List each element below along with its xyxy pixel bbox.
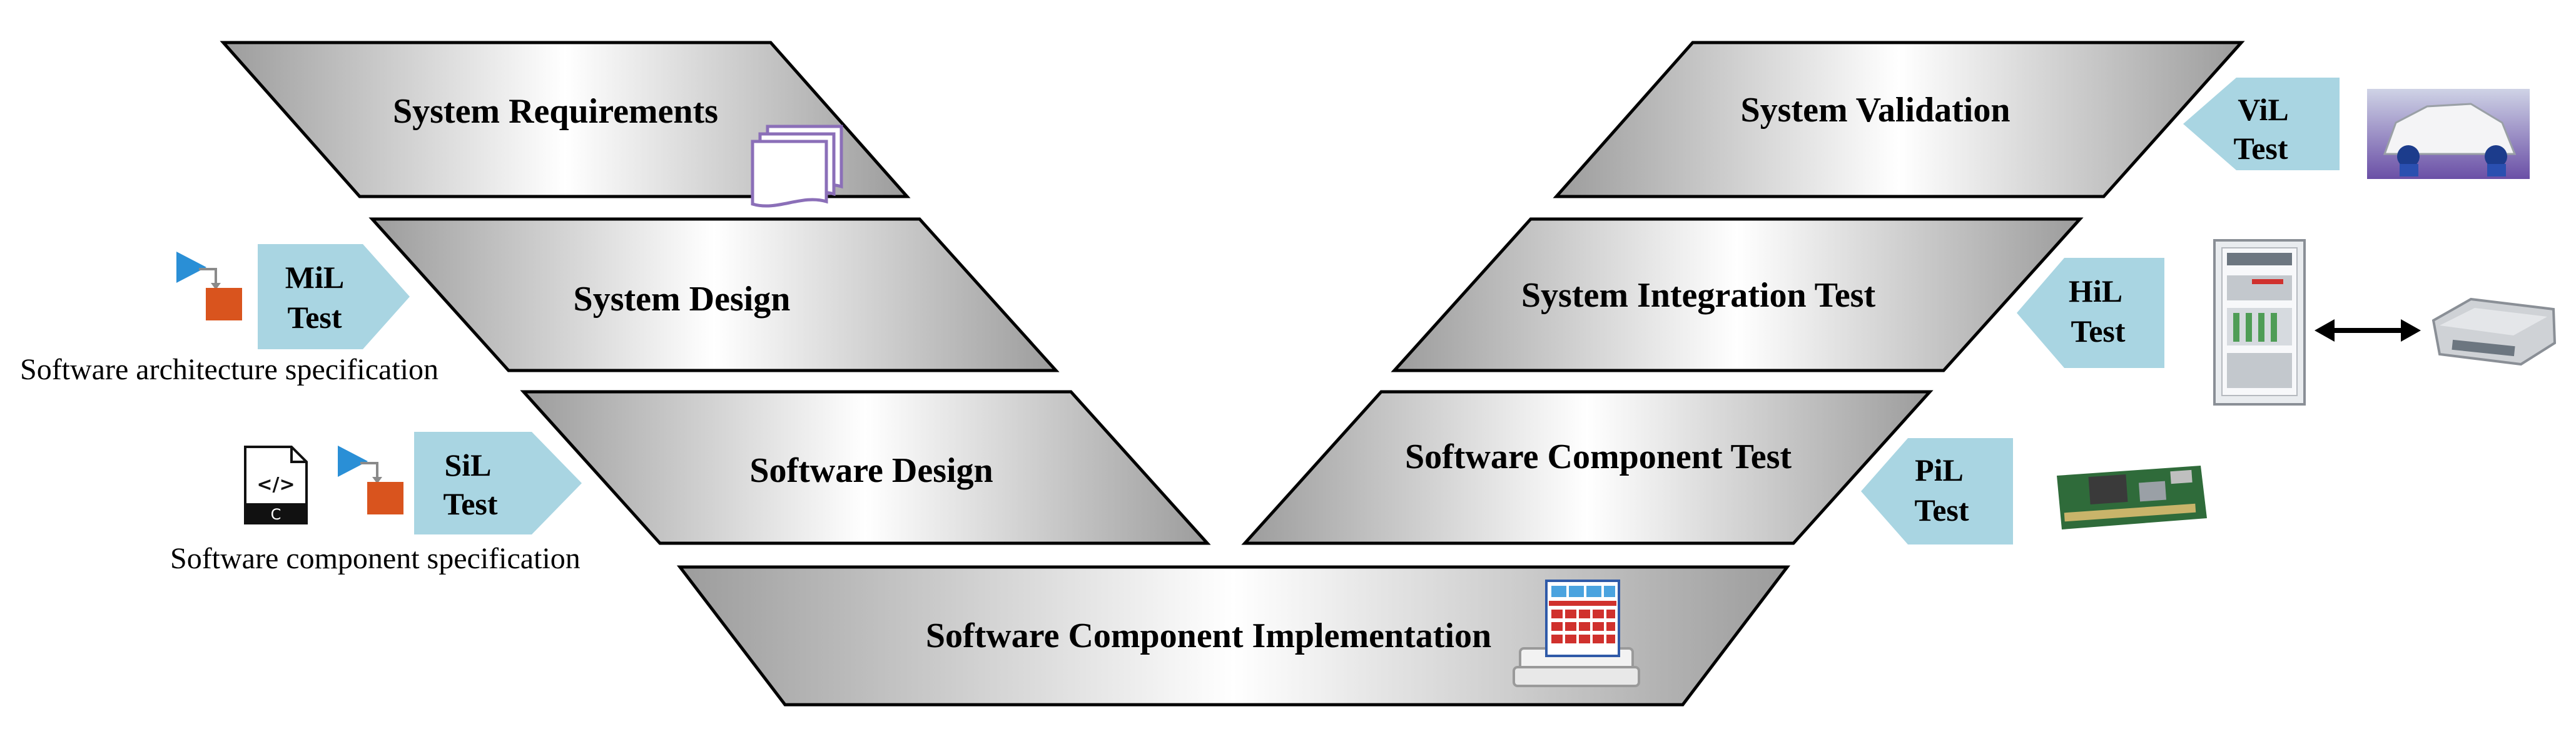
code-glyph: </> xyxy=(256,474,295,496)
hil-test-tag: HiL Test xyxy=(2017,258,2164,368)
stage-label: Software Design xyxy=(749,451,993,490)
tag-label-line1: MiL xyxy=(285,260,344,295)
stage-system-integration-test: System Integration Test xyxy=(1391,217,2084,372)
stage-software-component-implementation: Software Component Implementation xyxy=(676,565,1791,707)
vehicle-test-icon xyxy=(2367,89,2530,179)
tag-label-line2: Test xyxy=(1914,493,1969,528)
tag-label-line2: Test xyxy=(287,300,342,335)
tag-label-line2: Test xyxy=(443,486,497,521)
tag-label-line2: Test xyxy=(2071,314,2125,349)
pil-test-tag: PiL Test xyxy=(1861,438,2013,544)
stage-label: System Requirements xyxy=(393,92,718,131)
stage-system-validation: System Validation xyxy=(1553,41,2245,198)
ecu-code-grid-icon xyxy=(1513,580,1640,687)
stage-label: Software Component Test xyxy=(1405,437,1792,476)
vil-test-tag: ViL Test xyxy=(2183,78,2340,170)
stage-label: Software Component Implementation xyxy=(926,616,1491,655)
sil-test-tag: SiL Test xyxy=(414,432,582,534)
stage-system-requirements: System Requirements xyxy=(220,41,911,208)
stage-software-component-test: Software Component Test xyxy=(1241,390,1934,545)
circuit-board-icon xyxy=(2057,466,2207,529)
simulink-model-icon xyxy=(176,252,242,320)
tag-label-line1: ViL xyxy=(2238,92,2289,127)
stage-system-design: System Design xyxy=(368,217,1060,372)
stage-label: System Validation xyxy=(1741,91,2011,130)
caption-component-spec: Software component specification xyxy=(170,542,581,575)
tag-label-line2: Test xyxy=(2233,131,2288,166)
stage-label: System Design xyxy=(574,280,791,319)
stage-label: System Integration Test xyxy=(1521,276,1876,315)
tag-label-line1: HiL xyxy=(2069,273,2122,309)
hil-rack-icon xyxy=(2213,239,2306,406)
stage-software-design: Software Design xyxy=(520,390,1211,545)
caption-architecture-spec: Software architecture specification xyxy=(20,353,439,386)
double-arrow-icon xyxy=(2315,319,2421,342)
documents-icon xyxy=(751,125,843,208)
tag-label-line1: SiL xyxy=(444,447,491,483)
file-letter: C xyxy=(271,506,281,523)
tag-label-line1: PiL xyxy=(1915,452,1964,488)
simulink-model-icon xyxy=(338,446,403,514)
mil-test-tag: MiL Test xyxy=(258,244,410,349)
code-file-icon: </> C xyxy=(244,446,308,524)
ecu-box-icon xyxy=(2431,297,2557,366)
